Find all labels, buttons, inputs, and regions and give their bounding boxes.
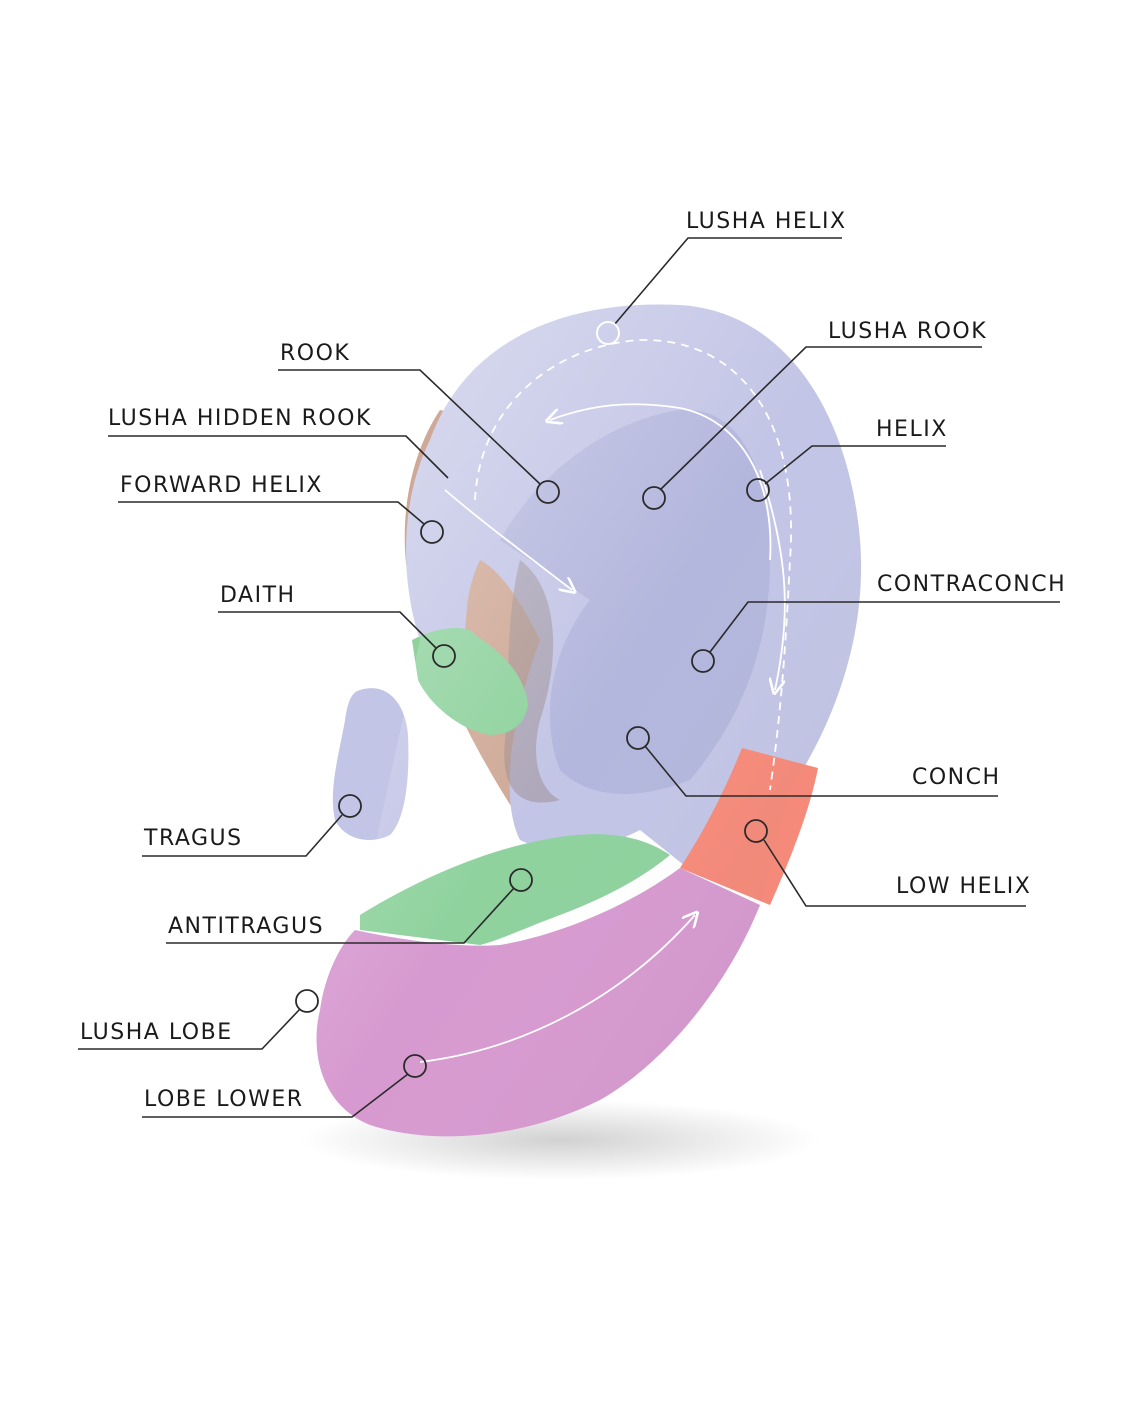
marker-antitragus	[509, 868, 533, 892]
label-conch: CONCH	[912, 765, 1001, 790]
label-helix: HELIX	[876, 417, 948, 442]
label-low-helix: LOW HELIX	[896, 874, 1031, 899]
marker-tragus	[338, 794, 362, 818]
rook-diagonal-arrow	[444, 489, 572, 590]
label-tragus: TRAGUS	[143, 826, 243, 851]
marker-lusha-lobe	[295, 989, 319, 1013]
marker-lusha-rook	[642, 486, 666, 510]
leader-forward-helix	[118, 501, 425, 525]
marker-conch	[626, 726, 650, 750]
label-lusha-hidden-rook: LUSHA HIDDEN ROOK	[108, 406, 372, 431]
helix-guide-dashed	[474, 339, 792, 791]
leader-conch	[644, 745, 998, 797]
marker-lobe-lower	[403, 1054, 427, 1078]
label-lusha-helix: LUSHA HELIX	[686, 209, 847, 234]
leader-low-helix	[763, 839, 1026, 907]
marker-helix	[746, 478, 770, 502]
leader-antitragus	[166, 887, 515, 944]
marker-lusha-helix	[596, 321, 620, 345]
label-rook: ROOK	[280, 341, 350, 366]
marker-low-helix	[744, 819, 768, 843]
label-contraconch: CONTRACONCH	[877, 572, 1066, 597]
label-daith: DAITH	[220, 583, 296, 608]
leader-lusha-hidden-rook	[108, 435, 449, 479]
leader-helix	[764, 445, 946, 485]
leader-lusha-lobe	[78, 1008, 301, 1050]
annotations: LUSHA HELIX LUSHA ROOK ROOK LUSHA HIDDEN…	[78, 209, 1066, 1118]
leader-lusha-helix	[613, 237, 842, 326]
marker-contraconch	[691, 649, 715, 673]
label-lusha-lobe: LUSHA LOBE	[80, 1020, 233, 1045]
label-lusha-rook: LUSHA ROOK	[828, 319, 987, 344]
leader-lusha-rook	[659, 346, 982, 491]
marker-daith	[432, 644, 456, 668]
leader-contraconch	[709, 601, 1060, 653]
leader-lobe-lower	[142, 1073, 409, 1118]
leader-daith	[218, 611, 437, 649]
marker-rook	[536, 480, 560, 504]
label-lobe-lower: LOBE LOWER	[144, 1087, 304, 1112]
lobe-arrow	[419, 915, 695, 1063]
marker-forward-helix	[420, 520, 444, 544]
ear-gloss	[316, 304, 862, 1137]
helix-down-arrow	[759, 469, 786, 690]
leader-rook	[278, 369, 541, 485]
label-forward-helix: FORWARD HELIX	[120, 473, 323, 498]
label-antitragus: ANTITRAGUS	[168, 914, 324, 939]
leader-tragus	[142, 814, 343, 857]
